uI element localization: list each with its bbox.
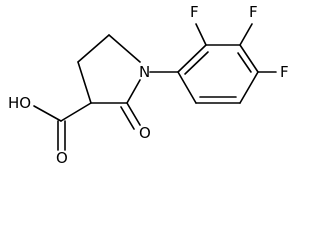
bond-ar-c3-c4	[239, 44, 259, 73]
fluorine-bonds	[195, 23, 277, 73]
fluorine-label-1: F	[190, 3, 199, 21]
fluorine-label-3: F	[280, 63, 289, 81]
bond-n-c5	[108, 34, 141, 63]
bond-ar-c1-c2-inner	[184, 51, 209, 75]
bond-ar-c4-c5	[239, 71, 259, 104]
bond-c2-f	[195, 23, 207, 46]
bond-c3-f	[239, 23, 253, 46]
bond-c3-cooh	[60, 102, 92, 122]
chemical-structure: HO O O N F F F	[8, 3, 289, 167]
bond-c2-n	[126, 79, 141, 104]
carboxyl-oxygen-label: O	[56, 149, 68, 167]
carboxylic-acid-group	[33, 102, 92, 151]
bond-cooh-oh	[33, 105, 62, 122]
fluorine-label-2: F	[249, 3, 258, 21]
ketone-group	[120, 102, 141, 130]
bond-c2-o-double-b	[120, 106, 135, 130]
ketone-oxygen-label: O	[139, 124, 151, 142]
bond-ar-c1-c2	[177, 44, 207, 73]
bond-ar-c3-c4-inner	[237, 52, 252, 73]
hydroxyl-label: HO	[8, 94, 31, 112]
pyrrolidinone-ring	[77, 34, 141, 104]
bond-c2-o-double-a	[126, 102, 141, 126]
nitrogen-label: N	[139, 63, 150, 81]
bond-ar-c6-c1	[177, 71, 197, 104]
bond-c4-c3	[77, 61, 92, 104]
bond-c5-c4	[77, 34, 110, 63]
trifluorophenyl-ring	[177, 44, 259, 104]
